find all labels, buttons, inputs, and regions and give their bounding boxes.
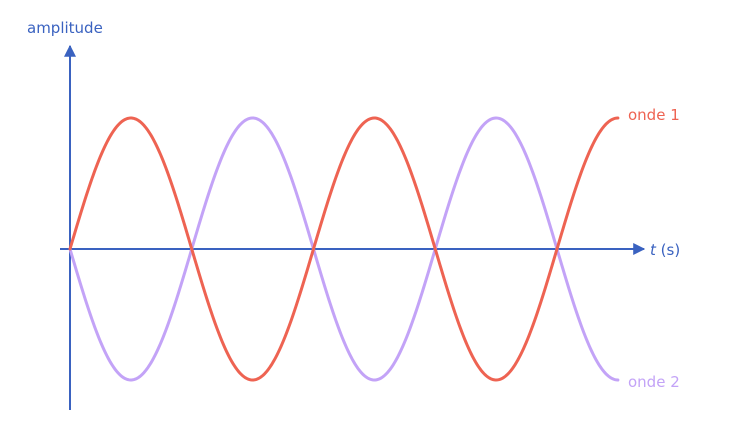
y-axis-label: amplitude xyxy=(27,19,103,37)
legend-onde-2: onde 2 xyxy=(628,373,680,391)
wave-0-line xyxy=(68,116,620,382)
legend-onde-1: onde 1 xyxy=(628,106,680,124)
wave-1-line xyxy=(68,116,620,382)
x-axis-label: t (s) xyxy=(650,241,680,259)
